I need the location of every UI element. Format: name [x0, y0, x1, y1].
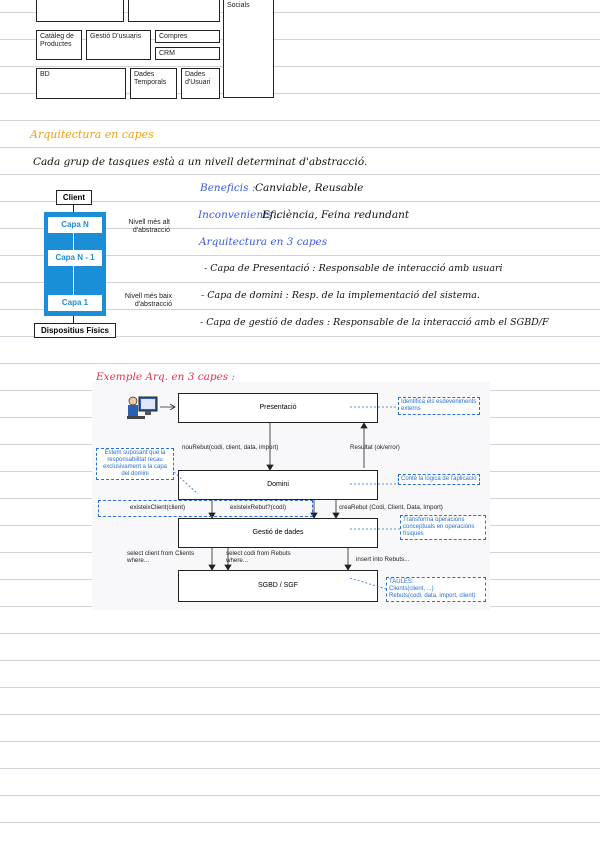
call-crea-rebut: creaRebut (Codi, Client, Data, Import) — [339, 504, 443, 511]
note-taules: TAULES: Clients(client, ...) Rebuts(codi… — [386, 577, 486, 602]
compres-label: Compres — [156, 31, 219, 43]
top-box-middle — [128, 0, 220, 22]
rule-line — [0, 66, 600, 67]
layer-connector-1 — [73, 233, 74, 250]
rule-line — [0, 822, 600, 823]
compres-box: Compres — [155, 30, 220, 43]
cataleg-label: Catàleg de Productes — [37, 31, 81, 51]
note-taules-title: TAULES: — [389, 579, 483, 586]
rule-line — [0, 795, 600, 796]
dades-usuari-box: Dades d'Usuari — [181, 68, 220, 99]
gestio-usuaris-label: Gestió D'usuaris — [87, 31, 150, 43]
rule-line — [0, 714, 600, 715]
cataleg-box: Catàleg de Productes — [36, 30, 82, 60]
rule-line — [0, 174, 600, 175]
note-domini: Conté la lògica de l'aplicació — [398, 474, 480, 485]
inconvenients-text: Eficiència, Feina redundant — [262, 209, 409, 221]
call-select-codi: select codi from Rebuts where... — [226, 550, 304, 564]
call-nou-rebut: nouRebut(codi, client, data, import) — [182, 444, 278, 451]
beneficis-label: Beneficis : — [200, 182, 255, 194]
dades-temporals-label: Dades Temporals — [131, 69, 176, 89]
call-existeix-client: existeixClient(client) — [130, 504, 185, 511]
note-presentacio: Identifica els esdeveniments externs — [398, 397, 480, 415]
arq3-item-dades: - Capa de gestió de dades : Responsable … — [200, 317, 549, 328]
crm-box: CRM — [155, 47, 220, 60]
dispositius-label: Dispositius Físics — [41, 326, 109, 335]
call-select-client: select client from Clients where... — [127, 550, 209, 564]
note-left: Estem suposant que la responsabilitat re… — [96, 448, 174, 480]
note-gestio: Transforma operacions conceptuals en ope… — [400, 515, 486, 540]
example-arrows — [92, 382, 490, 610]
arq3-title: Arquitectura en 3 capes — [199, 236, 327, 248]
rule-line — [0, 363, 600, 364]
nivell-alt-label: Nivell més alt d'abstracció — [114, 219, 170, 235]
rule-line — [0, 687, 600, 688]
call-existeix-rebut: existeixRebut?(codi) — [230, 504, 286, 511]
bd-box: BD — [36, 68, 126, 99]
capa-n: Capa N — [48, 217, 102, 233]
section-title: Arquitectura en capes — [30, 128, 154, 141]
client-connector — [73, 205, 74, 212]
rule-line — [0, 633, 600, 634]
capa-n-1: Capa N - 1 — [48, 250, 102, 266]
call-resultat: Resultat (ok/error) — [350, 444, 400, 451]
rule-line — [0, 120, 600, 121]
client-box: Client — [56, 190, 92, 205]
dades-usuari-label: Dades d'Usuari — [182, 69, 219, 89]
rule-line — [0, 147, 600, 148]
top-box-left — [36, 0, 124, 22]
note-taules-rebuts: Rebuts(codi, data, import, client) — [389, 593, 483, 600]
layer-connector-2 — [73, 266, 74, 295]
nivell-baix-label: Nivell més baix d'abstracció — [114, 293, 172, 309]
bd-label: BD — [37, 69, 125, 81]
socials-box: Socials — [223, 0, 274, 98]
arq3-item-domini: - Capa de domini : Resp. de la implement… — [201, 290, 480, 301]
note-taules-clients: Clients(client, ...) — [389, 586, 483, 593]
capa-1: Capa 1 — [48, 295, 102, 311]
client-label: Client — [63, 193, 85, 202]
socials-label: Socials — [224, 0, 273, 13]
call-insert-rebuts: insert into Rebuts... — [356, 556, 409, 563]
dispositius-connector — [73, 316, 74, 323]
intro-text: Cada grup de tasques està a un nivell de… — [33, 156, 367, 168]
beneficis-text: Canviable, Reusable — [255, 182, 363, 194]
rule-line — [0, 741, 600, 742]
rule-line — [0, 768, 600, 769]
arq3-item-presentacio: - Capa de Presentació : Responsable de i… — [204, 263, 503, 274]
crm-label: CRM — [156, 48, 219, 60]
dades-temporals-box: Dades Temporals — [130, 68, 177, 99]
gestio-usuaris-box: Gestió D'usuaris — [86, 30, 151, 60]
dispositius-box: Dispositius Físics — [34, 323, 116, 338]
rule-line — [0, 660, 600, 661]
